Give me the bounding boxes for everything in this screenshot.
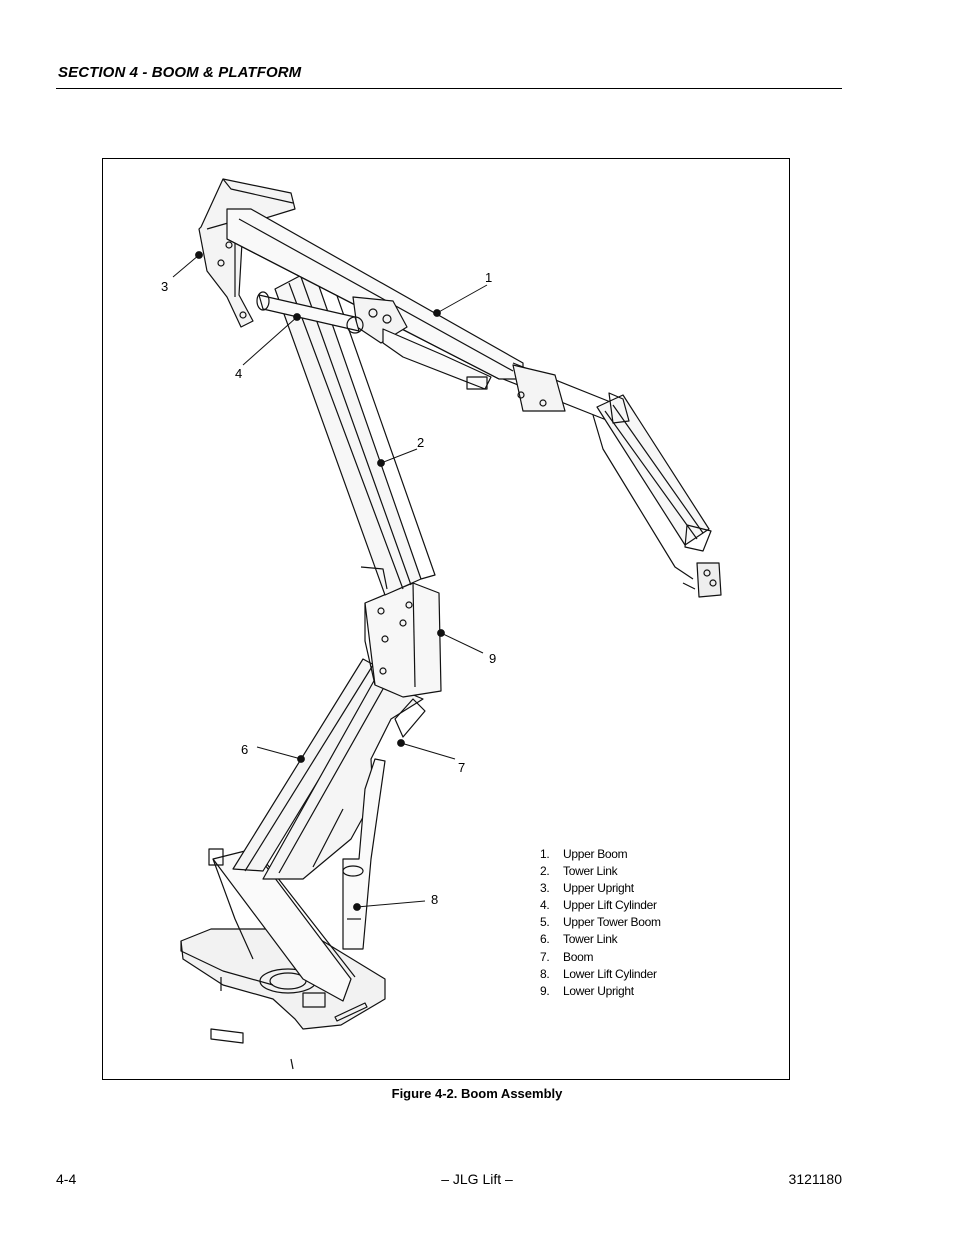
- legend-item: 5.Upper Tower Boom: [540, 915, 661, 930]
- figure-caption: Figure 4-2. Boom Assembly: [391, 1086, 563, 1101]
- legend-item: 2.Tower Link: [540, 864, 618, 879]
- document-number: 3121180: [788, 1171, 842, 1187]
- parts-legend: 1.Upper Boom 2.Tower Link 3.Upper Uprigh…: [540, 846, 661, 1000]
- footer-brand: – JLG Lift –: [441, 1171, 513, 1187]
- boom-assembly-drawing: [172, 178, 722, 1070]
- callout-3: 3: [161, 279, 169, 294]
- callout-1: 1: [485, 270, 493, 285]
- legend-item: 6.Tower Link: [540, 932, 618, 947]
- legend-item: 1.Upper Boom: [540, 847, 628, 861]
- legend-item: 3.Upper Upright: [540, 881, 634, 896]
- figure-frame: 1 2 3 4 6 7 8 9: [102, 158, 790, 1080]
- legend-item: 8.Lower Lift Cylinder: [540, 966, 657, 981]
- legend-item: 7.Boom: [540, 949, 594, 964]
- callout-8: 8: [431, 892, 439, 907]
- page-number: 4-4: [56, 1171, 77, 1187]
- legend-item: 9.Lower Upright: [540, 983, 634, 998]
- callout-9: 9: [489, 651, 497, 666]
- callout-6: 6: [241, 742, 249, 757]
- header-rule: [56, 88, 842, 89]
- callout-7: 7: [458, 760, 466, 775]
- callout-4: 4: [235, 366, 243, 381]
- callout-2: 2: [417, 435, 425, 450]
- legend-item: 4.Upper Lift Cylinder: [540, 898, 657, 913]
- section-header: SECTION 4 - BOOM & PLATFORM: [58, 64, 302, 81]
